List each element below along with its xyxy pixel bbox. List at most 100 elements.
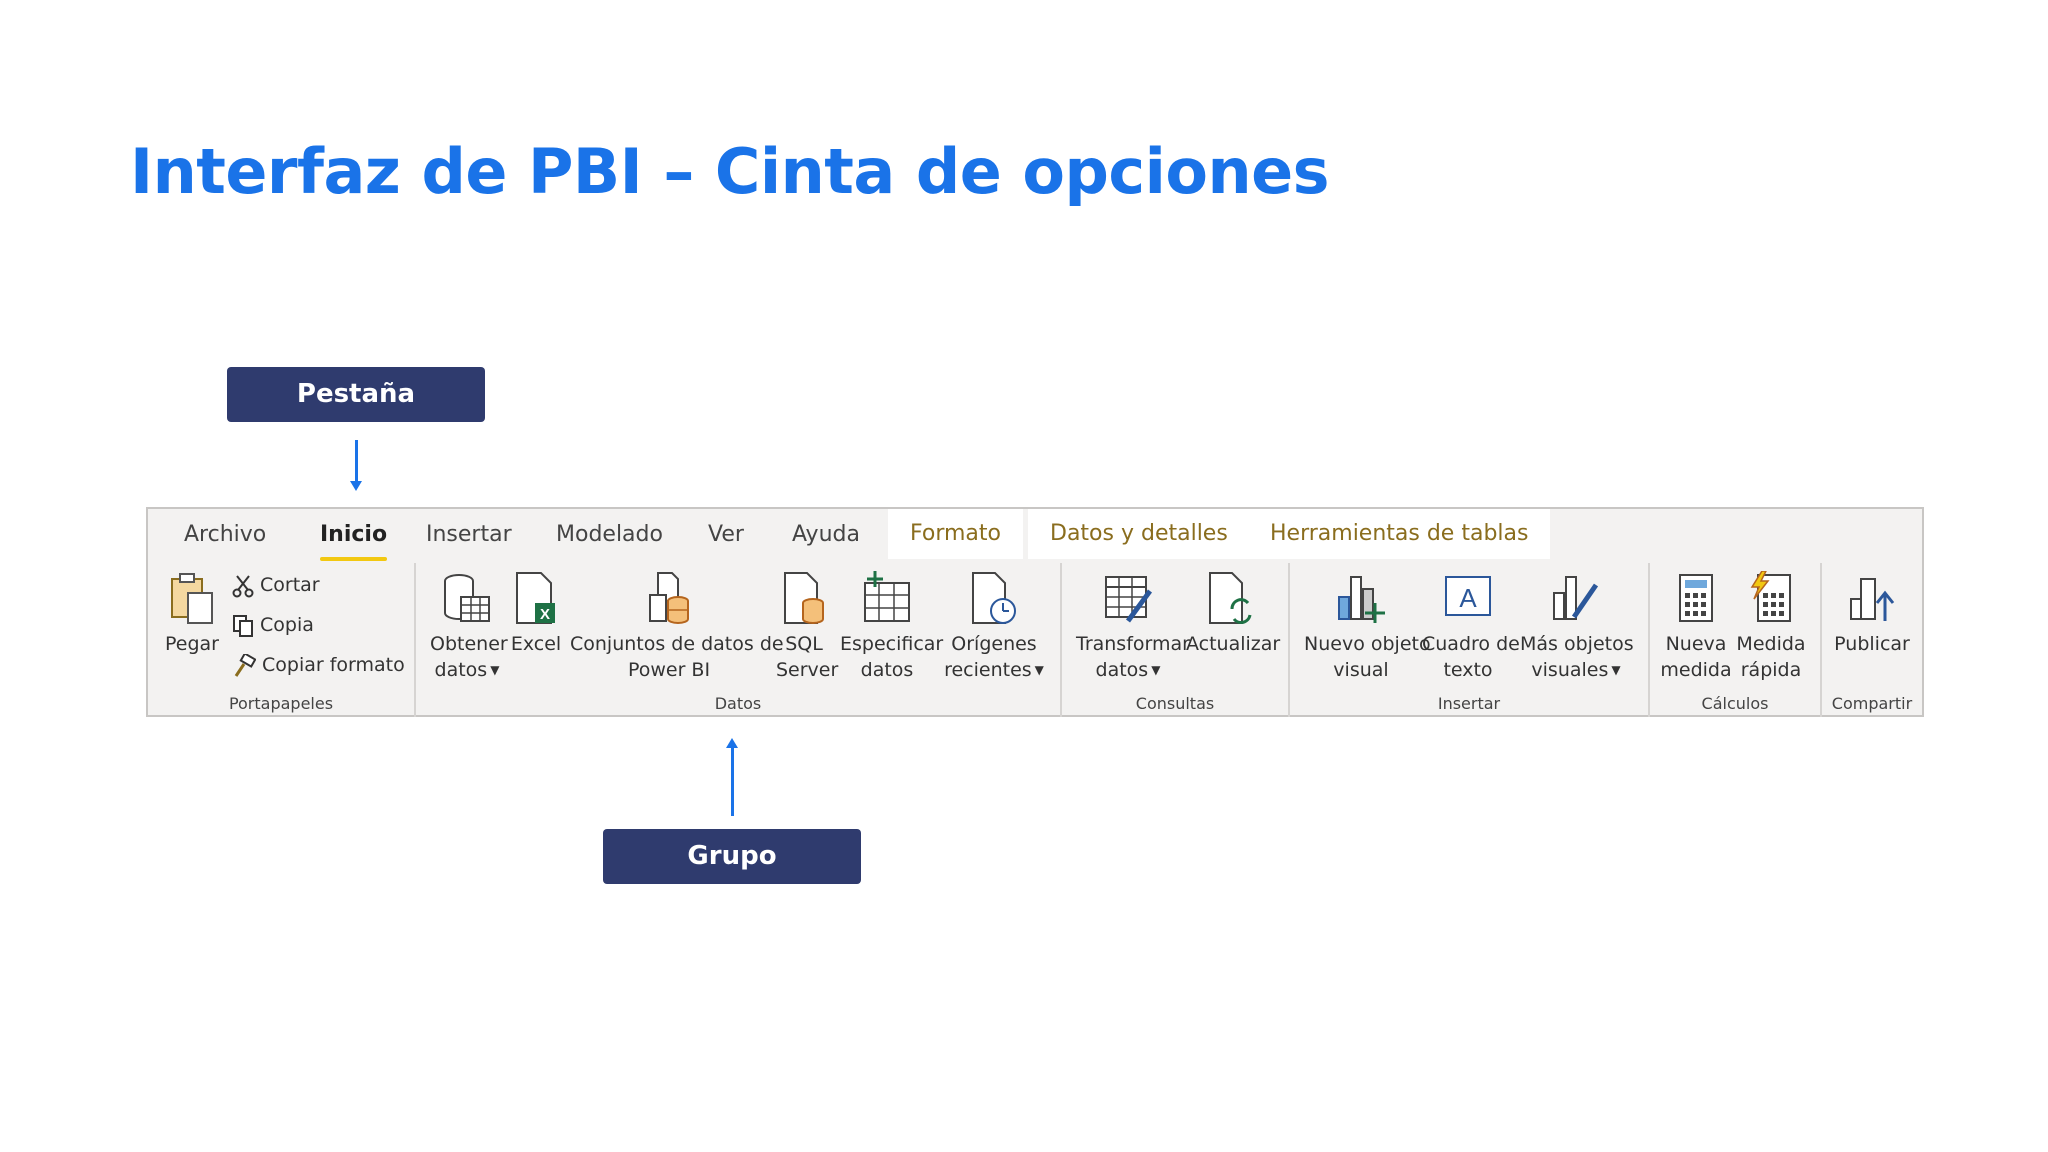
nuevo-objeto-visual-label-1: Nuevo objeto xyxy=(1304,633,1431,655)
conjuntos-datos-label-1: Conjuntos de datos de xyxy=(570,633,784,655)
recent-sources-icon xyxy=(972,572,1016,624)
chevron-down-icon: ▼ xyxy=(490,663,500,677)
origenes-recientes-label-1: Orígenes xyxy=(951,633,1037,655)
publicar-button[interactable]: Publicar xyxy=(1830,571,1914,657)
paste-icon xyxy=(171,573,213,624)
publish-icon xyxy=(1850,578,1895,621)
copy-icon xyxy=(233,614,253,637)
svg-text:X: X xyxy=(540,606,550,623)
group-compartir: Publicar Compartir xyxy=(1822,563,1922,717)
tab-archivo[interactable]: Archivo xyxy=(184,522,267,547)
ribbon-groups: Pegar Cortar Copia xyxy=(148,563,1922,717)
nuevo-objeto-visual-label-2: visual xyxy=(1333,659,1389,681)
chevron-down-icon: ▼ xyxy=(1611,663,1621,677)
medida-rapida-label-2: rápida xyxy=(1740,659,1802,681)
format-painter-icon xyxy=(234,651,257,677)
svg-text:A: A xyxy=(1459,583,1477,613)
mas-objetos-visuales-label-1: Más objetos xyxy=(1520,633,1634,655)
tab-ver[interactable]: Ver xyxy=(708,522,744,547)
nueva-medida-label-2: medida xyxy=(1660,659,1732,681)
tab-callout: Pestaña xyxy=(227,367,485,422)
cuadro-de-texto-button[interactable]: A Cuadro de texto xyxy=(1422,571,1520,683)
database-table-icon xyxy=(444,574,490,622)
conjuntos-datos-button[interactable]: Conjuntos de datos de Power BI xyxy=(570,571,784,683)
sql-server-label-2: Server xyxy=(776,659,839,681)
tab-datos-y-detalles[interactable]: Datos y detalles xyxy=(1028,509,1250,559)
nuevo-objeto-visual-button[interactable]: Nuevo objeto visual xyxy=(1304,571,1431,683)
medida-rapida-button[interactable]: Medida rápida xyxy=(1734,571,1808,683)
group-insertar: Nuevo objeto visual A Cuadro de texto xyxy=(1290,563,1650,717)
enter-data-table-icon xyxy=(864,571,910,622)
transformar-datos-label-1: Transformar xyxy=(1076,633,1190,655)
group-label-consultas: Consultas xyxy=(1135,694,1215,713)
ribbon: Archivo Inicio Insertar Modelado Ver Ayu… xyxy=(146,507,1924,717)
excel-icon: X xyxy=(516,572,555,624)
group-label-insertar: Insertar xyxy=(1437,694,1501,713)
conjuntos-datos-label-2: Power BI xyxy=(627,659,711,681)
tab-formato[interactable]: Formato xyxy=(888,509,1023,559)
transformar-datos-label-2: datos xyxy=(1095,659,1149,681)
group-calculos: Nueva medida Medida rápida Cálculos xyxy=(1650,563,1822,717)
obtener-datos-button[interactable]: Obtener datos▼ xyxy=(430,571,508,683)
tab-ayuda[interactable]: Ayuda xyxy=(792,522,860,547)
medida-rapida-label-1: Medida xyxy=(1736,633,1806,655)
origenes-recientes-button[interactable]: Orígenes recientes▼ xyxy=(942,571,1046,683)
chevron-down-icon: ▼ xyxy=(1151,663,1161,677)
group-label-datos: Datos xyxy=(714,694,762,713)
sql-server-icon xyxy=(784,572,824,624)
especificar-datos-label-2: datos xyxy=(860,659,914,681)
group-callout-arrow xyxy=(726,738,738,816)
cortar-button[interactable]: Cortar xyxy=(232,567,320,603)
copia-label: Copia xyxy=(260,614,314,636)
actualizar-button[interactable]: Actualizar xyxy=(1186,571,1281,657)
group-callout: Grupo xyxy=(603,829,861,884)
group-consultas: Transformar datos▼ Actualizar Consultas xyxy=(1062,563,1290,717)
sql-server-button[interactable]: SQL Server xyxy=(776,571,839,683)
copiar-formato-label: Copiar formato xyxy=(262,654,405,676)
quick-measure-icon xyxy=(1750,571,1791,622)
text-box-icon: A xyxy=(1445,576,1491,616)
pegar-label: Pegar xyxy=(165,633,219,655)
group-label-calculos: Cálculos xyxy=(1701,694,1769,713)
scissors-icon xyxy=(232,574,254,597)
cuadro-de-texto-label-2: texto xyxy=(1443,659,1493,681)
publicar-label: Publicar xyxy=(1834,633,1910,655)
ribbon-tabs: Archivo Inicio Insertar Modelado Ver Ayu… xyxy=(148,509,1922,563)
tab-modelado[interactable]: Modelado xyxy=(556,522,663,547)
mas-objetos-visuales-button[interactable]: Más objetos visuales▼ xyxy=(1520,571,1634,683)
mas-objetos-visuales-label-2: visuales xyxy=(1531,659,1609,681)
more-visuals-icon xyxy=(1553,576,1599,620)
actualizar-label: Actualizar xyxy=(1186,633,1281,655)
transformar-datos-button[interactable]: Transformar datos▼ xyxy=(1076,571,1190,683)
especificar-datos-label-1: Especificar xyxy=(840,633,944,655)
slide-title: Interfaz de PBI – Cinta de opciones xyxy=(130,135,1330,208)
origenes-recientes-label-2: recientes xyxy=(944,659,1032,681)
tab-callout-arrow xyxy=(350,440,362,491)
chevron-down-icon: ▼ xyxy=(1034,663,1044,677)
especificar-datos-button[interactable]: Especificar datos xyxy=(840,571,944,683)
cortar-label: Cortar xyxy=(260,574,320,596)
group-portapapeles: Pegar Cortar Copia xyxy=(148,563,416,717)
dataset-icon xyxy=(649,572,689,624)
transform-data-icon xyxy=(1105,576,1153,623)
tab-insertar[interactable]: Insertar xyxy=(426,522,512,547)
group-label-compartir: Compartir xyxy=(1831,694,1913,713)
obtener-datos-label-2: datos xyxy=(434,659,488,681)
copiar-formato-button[interactable]: Copiar formato xyxy=(232,647,405,683)
sql-server-label-1: SQL xyxy=(785,633,823,655)
excel-button[interactable]: X Excel xyxy=(510,571,562,657)
nueva-medida-label-1: Nueva xyxy=(1665,633,1727,655)
copia-button[interactable]: Copia xyxy=(232,607,314,643)
refresh-icon xyxy=(1209,572,1252,624)
obtener-datos-label-1: Obtener xyxy=(430,633,508,655)
tab-inicio[interactable]: Inicio xyxy=(320,509,388,561)
calculator-icon xyxy=(1679,574,1713,622)
nueva-medida-button[interactable]: Nueva medida xyxy=(1660,571,1732,683)
pegar-button[interactable]: Pegar xyxy=(162,571,222,657)
group-datos: Obtener datos▼ X Excel xyxy=(416,563,1062,717)
group-label-portapapeles: Portapapeles xyxy=(228,694,334,713)
tab-herramientas-de-tablas[interactable]: Herramientas de tablas xyxy=(1248,509,1551,559)
excel-label: Excel xyxy=(510,633,562,655)
new-visual-icon xyxy=(1338,576,1385,623)
